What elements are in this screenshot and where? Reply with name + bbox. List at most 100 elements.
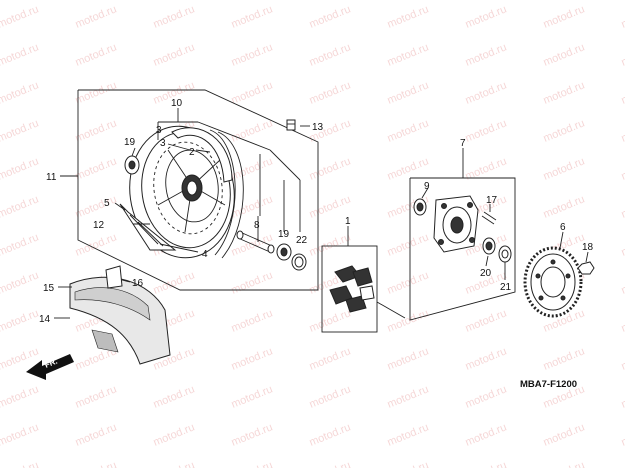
flange-assembly-box — [409, 177, 516, 321]
watermark-text: motod.ru — [0, 307, 40, 334]
rear-wheel — [129, 125, 244, 259]
valve-cap — [286, 119, 296, 131]
watermark-text: motod.ru — [620, 307, 625, 334]
watermark-text: motod.ru — [386, 459, 431, 468]
disc-plate — [119, 203, 177, 251]
watermark-text: motod.ru — [230, 459, 275, 468]
part-label-20: 20 — [480, 268, 492, 279]
watermark-text: motod.ru — [620, 383, 625, 410]
watermark-text: motod.ru — [152, 459, 197, 468]
watermark-text: motod.ru — [0, 231, 40, 258]
watermark-text: motod.ru — [230, 3, 275, 30]
watermark-text: motod.ru — [230, 307, 275, 334]
watermark-text: motod.ru — [386, 41, 431, 68]
watermark-text: motod.ru — [542, 41, 587, 68]
watermark-text: motod.ru — [0, 269, 40, 296]
watermark-text: motod.ru — [230, 345, 275, 372]
watermark-text: motod.ru — [620, 79, 625, 106]
watermark-text: motod.ru — [152, 421, 197, 448]
watermark-text: motod.ru — [620, 345, 625, 372]
watermark-text: motod.ru — [542, 3, 587, 30]
wheel-assembly-box — [77, 89, 319, 291]
watermark-text: motod.ru — [464, 345, 509, 372]
watermark-text: motod.ru — [74, 231, 119, 258]
part-label-6: 6 — [560, 222, 566, 233]
watermark-text: motod.ru — [0, 383, 40, 410]
part-labels: 11 10 3 19 2 3 5 12 4 8 19 22 13 1 7 9 1… — [39, 98, 594, 390]
watermark-text: motod.ru — [308, 459, 353, 468]
brake-disc — [171, 127, 233, 183]
sprocket-nut — [577, 261, 595, 275]
stud-bolt — [481, 211, 497, 225]
watermark-text: motod.ru — [386, 231, 431, 258]
part-label-14: 14 — [39, 314, 51, 325]
watermark-text: motod.ru — [386, 117, 431, 144]
watermark-text: motod.ru — [0, 41, 40, 68]
watermark-text: motod.ru — [308, 79, 353, 106]
watermark-text: motod.ru — [308, 231, 353, 258]
diagram-code: MBA7-F1200 — [520, 379, 577, 390]
distance-collar — [236, 230, 275, 254]
part-label-4: 4 — [202, 249, 208, 260]
watermark-text: motod.ru — [464, 307, 509, 334]
part-label-5: 5 — [104, 198, 110, 209]
watermark-text: motod.ru — [74, 79, 119, 106]
watermark-text: motod.ru — [386, 269, 431, 296]
watermark-text: motod.ru — [74, 3, 119, 30]
watermark-text: motod.ru — [464, 117, 509, 144]
watermark-text: motod.ru — [464, 155, 509, 182]
watermark-text: motod.ru — [308, 383, 353, 410]
part-label-2: 2 — [189, 147, 195, 158]
part-label-18: 18 — [582, 242, 594, 253]
watermark-text: motod.ru — [386, 421, 431, 448]
watermark-text: motod.ru — [0, 459, 40, 468]
part-label-16: 16 — [132, 278, 144, 289]
part-label-19b: 19 — [278, 229, 290, 240]
watermark-text: motod.ru — [152, 3, 197, 30]
watermark-text: motod.ru — [620, 155, 625, 182]
driven-flange — [433, 195, 479, 253]
watermark-text: motod.ru — [0, 79, 40, 106]
watermark-text: motod.ru — [386, 307, 431, 334]
watermark-text: motod.ru — [542, 193, 587, 220]
watermark-text: motod.ru — [386, 345, 431, 372]
part-label-13: 13 — [312, 122, 324, 133]
watermark-text: motod.ru — [152, 383, 197, 410]
watermark-text: motod.ru — [386, 79, 431, 106]
watermark-text: motod.ru — [620, 117, 625, 144]
watermark-text: motod.ru — [308, 41, 353, 68]
part-label-3a: 3 — [156, 125, 162, 136]
watermark-text: motod.ru — [620, 3, 625, 30]
watermark-text: motod.ru — [152, 41, 197, 68]
watermark-text: motod.ru — [74, 383, 119, 410]
watermark-text: motod.ru — [464, 421, 509, 448]
watermark-text: motod.ru — [230, 41, 275, 68]
watermark-text: motod.ru — [74, 41, 119, 68]
part-label-9: 9 — [424, 181, 430, 192]
watermark-text: motod.ru — [308, 3, 353, 30]
part-label-8: 8 — [254, 220, 260, 231]
watermark-text: motod.ru — [230, 117, 275, 144]
watermark-text: motod.ru — [74, 155, 119, 182]
part-label-11: 11 — [46, 172, 57, 183]
watermark-text: motod.ru — [620, 459, 625, 468]
watermark-text: motod.ru — [464, 41, 509, 68]
part-label-12: 12 — [93, 220, 105, 231]
damper-box — [321, 245, 378, 333]
watermark-text: motod.ru — [152, 269, 197, 296]
front-direction-arrow: FR. — [26, 354, 74, 380]
watermark-text: motod.ru — [386, 155, 431, 182]
watermark-text: motod.ru — [464, 3, 509, 30]
part-label-21: 21 — [500, 282, 512, 293]
watermark-text: motod.ru — [542, 155, 587, 182]
watermark-text: motod.ru — [620, 231, 625, 258]
watermark-text: motod.ru — [74, 421, 119, 448]
watermark-text: motod.ru — [542, 459, 587, 468]
watermark-text: motod.ru — [0, 3, 40, 30]
watermark-text: motod.ru — [0, 155, 40, 182]
watermark-text: motod.ru — [230, 193, 275, 220]
part-label-15: 15 — [43, 283, 55, 294]
